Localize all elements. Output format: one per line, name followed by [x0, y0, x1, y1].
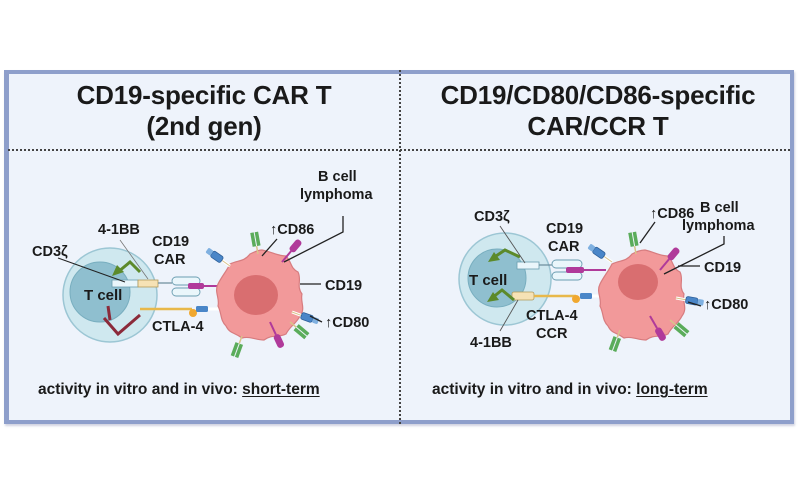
- cd19-bound-left: [188, 283, 204, 289]
- leader-bcell-right: [663, 236, 725, 275]
- cd19-receptor-left-1: [278, 237, 304, 266]
- panel-left-title-line1: CD19-specific CAR T: [76, 80, 332, 110]
- ctla4-internal-left: [102, 305, 141, 337]
- costim-domain-left: [137, 279, 159, 288]
- panel-divider-vertical: [399, 70, 401, 424]
- leader-costim-right: [499, 299, 519, 332]
- footer-right-prefix: activity in vitro and in vivo:: [432, 381, 637, 398]
- label-bcell-left-2: lymphoma: [300, 187, 373, 203]
- tcell-left-nucleus: [69, 261, 131, 323]
- label-cd19-left: CD19: [325, 278, 362, 294]
- panel-right-title-line2: CAR/CCR T: [527, 111, 669, 141]
- bcell-right-nucleus: [618, 264, 658, 300]
- cd3z-domain-left: [111, 279, 139, 288]
- leader-bcell-left: [283, 216, 344, 263]
- tcell-left-label: T cell: [84, 287, 122, 304]
- costim-domain-right: [511, 291, 535, 301]
- cd80-bound-left: [196, 306, 208, 312]
- leader-cd86-left: [261, 238, 278, 257]
- panel-right-footer: activity in vitro and in vivo: long-term: [432, 381, 708, 399]
- leader-cd80-left: [309, 315, 323, 323]
- label-cd80-left: ↑CD80: [325, 315, 369, 331]
- car-scfv-left-2: [171, 287, 201, 297]
- ctla4-ligand-knob-left: [189, 309, 197, 317]
- panel-left-footer: activity in vitro and in vivo: short-ter…: [38, 381, 320, 399]
- signal-arrowhead-icon: [112, 265, 124, 276]
- label-ctla4-left: CTLA-4: [152, 319, 204, 335]
- footer-left-emphasis: short-term: [242, 381, 320, 398]
- panel-left-diagram: T cell 4-1BB CD3ζ: [32, 169, 373, 359]
- panel-left-title-line2: (2nd gen): [146, 111, 262, 141]
- label-cd86-left: ↑CD86: [270, 222, 314, 238]
- panel-right-title-line1: CD19/CD80/CD86-specific: [440, 80, 756, 110]
- cd80-receptor-left-1: [203, 245, 234, 271]
- label-cd86-right: ↑CD86: [650, 206, 694, 222]
- leader-cd80-right: [687, 301, 702, 307]
- signal-arrow-right-top-icon: [492, 248, 521, 260]
- footer-left-prefix: activity in vitro and in vivo:: [38, 381, 243, 398]
- cd19-bound-right: [566, 267, 584, 273]
- label-ccr-right-2: CCR: [536, 326, 568, 342]
- leader-costim-left: [119, 239, 149, 280]
- footer-right-emphasis: long-term: [636, 381, 708, 398]
- car-scfv-right-2: [551, 271, 583, 281]
- label-car-left-1: CD19: [152, 234, 189, 250]
- panel-right-diagram: T cell CD3ζ CD19 CAR CTLA-4 CC: [458, 200, 755, 353]
- cd80-receptor-right-1: [585, 241, 616, 267]
- label-costim-left: 4-1BB: [98, 222, 140, 238]
- leader-cd86-right: [639, 221, 656, 244]
- cd80-bound-right: [580, 293, 592, 299]
- ccr-knob-right: [572, 295, 580, 303]
- label-car-right-1: CD19: [546, 221, 583, 237]
- signal-arrowhead-right-bottom-icon: [487, 292, 499, 302]
- label-costim-right: 4-1BB: [470, 335, 512, 351]
- signal-arrow-icon: [117, 259, 142, 274]
- label-bcell-right-1: B cell: [700, 200, 739, 216]
- label-ccr-right-1: CTLA-4: [526, 308, 578, 324]
- label-cd3z-right: CD3ζ: [474, 209, 510, 225]
- label-cd80-right: ↑CD80: [704, 297, 748, 313]
- label-car-right-2: CAR: [548, 239, 580, 255]
- car-scfv-right-1: [551, 259, 583, 269]
- header-divider-horizontal: [8, 149, 790, 151]
- tcell-right-nucleus: [467, 248, 527, 308]
- bcell-left-nucleus: [234, 275, 278, 315]
- panel-right-title: CD19/CD80/CD86-specific CAR/CCR T: [402, 80, 794, 142]
- label-cd19-right: CD19: [704, 260, 741, 276]
- label-cd3z-left: CD3ζ: [32, 244, 68, 260]
- leader-cd3z-left: [57, 257, 126, 283]
- tcell-right-label: T cell: [469, 272, 507, 289]
- cd3z-domain-right: [516, 261, 540, 270]
- signal-arrowhead-right-top-icon: [488, 252, 500, 262]
- panel-left-title: CD19-specific CAR T (2nd gen): [8, 80, 400, 142]
- leader-cd3z-right: [499, 225, 526, 264]
- label-car-left-2: CAR: [154, 252, 186, 268]
- cd86-receptor-left-2: [286, 318, 311, 340]
- label-bcell-right-2: lymphoma: [682, 218, 755, 234]
- label-bcell-left-1: B cell: [318, 169, 357, 185]
